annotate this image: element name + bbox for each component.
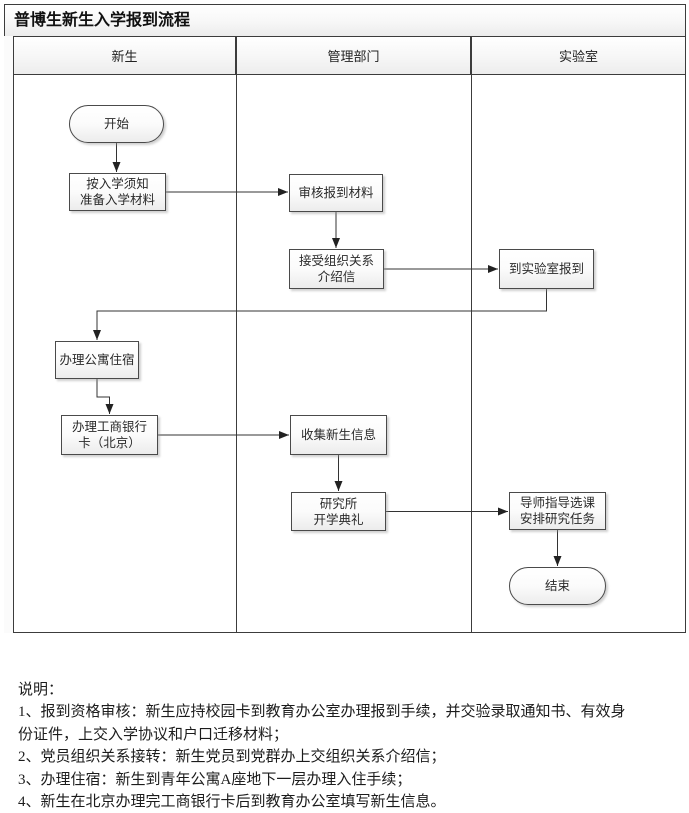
- node-accept-letter: 接受组织关系 介绍信: [289, 249, 384, 289]
- flowchart-frame: [4, 4, 686, 633]
- note-line: 3、办理住宿：新生到青年公寓A座地下一层办理入住手续；: [18, 771, 412, 788]
- node-dorm: 办理公寓住宿: [55, 341, 139, 379]
- notes-block: 说明： 1、报到资格审核：新生应持校园卡到教育办公室办理报到手续，并交验录取通知…: [18, 679, 683, 813]
- note-line: 1、报到资格审核：新生应持校园卡到教育办公室办理报到手续，并交验录取通知书、有效…: [18, 704, 626, 721]
- node-prepare-materials: 按入学须知 准备入学材料: [69, 173, 166, 211]
- node-advisor-tasks: 导师指导选课 安排研究任务: [509, 492, 606, 530]
- node-bank-card: 办理工商银行 卡（北京）: [61, 415, 158, 455]
- node-start: 开始: [69, 105, 164, 143]
- notes-title: 说明：: [18, 682, 64, 698]
- node-review-materials: 审核报到材料: [289, 174, 383, 212]
- lane-header-admin: 管理部门: [236, 36, 471, 75]
- lane-header-student: 新生: [13, 36, 236, 75]
- note-line: 2、党员组织关系接转：新生党员到党群办上交组织关系介绍信；: [18, 749, 446, 766]
- page-title: 普博生新生入学报到流程: [4, 4, 686, 37]
- node-collect-info: 收集新生信息: [290, 415, 387, 455]
- node-ceremony: 研究所 开学典礼: [291, 492, 386, 531]
- lane-divider: [471, 75, 472, 633]
- note-line: 4、新生在北京办理完工商银行卡后到教育办公室填写新生信息。: [18, 794, 446, 811]
- note-line: 份证件，上交入学协议和户口迁移材料；: [18, 726, 289, 743]
- lane-header-lab: 实验室: [471, 36, 686, 75]
- node-end: 结束: [509, 567, 606, 605]
- lane-divider: [236, 75, 237, 633]
- node-lab-report: 到实验室报到: [499, 249, 594, 289]
- left-band: [4, 36, 14, 633]
